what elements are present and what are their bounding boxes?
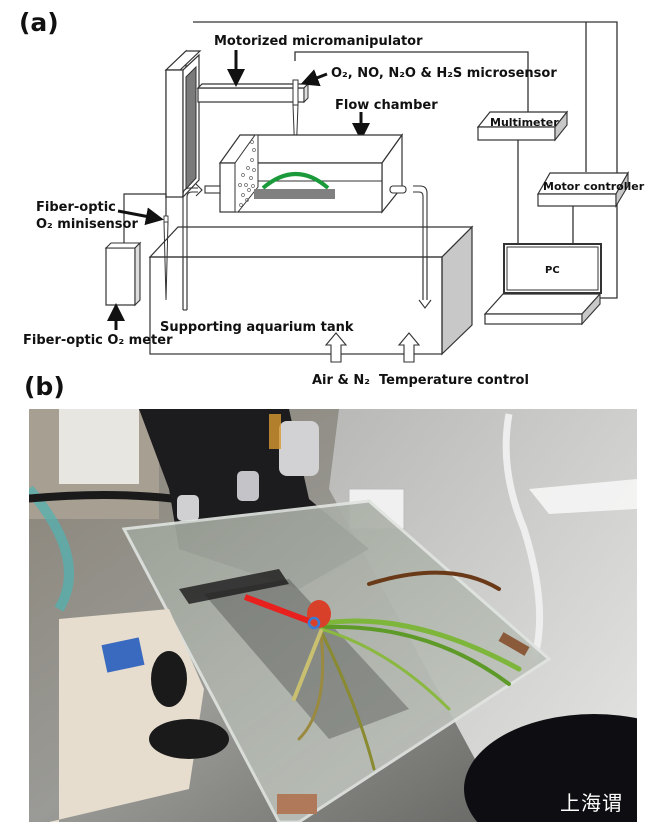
label-flow-chamber: Flow chamber (335, 98, 438, 113)
micromanipulator-column (164, 49, 202, 199)
label-aquarium: Supporting aquarium tank (160, 320, 354, 335)
pc-laptop (483, 243, 602, 326)
arrow-minisensor (117, 207, 164, 226)
fiber-minisensor (163, 215, 169, 301)
photo-rendering (23, 409, 650, 831)
flow-chamber (218, 133, 404, 214)
outlet-pipe (389, 185, 432, 309)
motor-controller-box (536, 170, 630, 208)
multimeter-box (476, 110, 569, 142)
photo-seagrass (292, 570, 522, 771)
panel-label-b: (b) (24, 372, 65, 401)
photo-target-ring (307, 616, 321, 630)
fiber-o2-meter (104, 241, 142, 307)
label-pc: PC (545, 265, 560, 276)
label-fiber-minisensor-1: Fiber-optic (36, 200, 116, 215)
label-fiber-minisensor-2: O₂ minisensor (36, 217, 138, 232)
photo-red-arrow (243, 594, 311, 624)
label-micromanipulator: Motorized micromanipulator (214, 34, 423, 49)
setup-schematic: Motorized micromanipulator O₂, NO, N₂O &… (23, 21, 645, 388)
manipulator-arm (196, 82, 310, 104)
arrow-microsensor (300, 69, 328, 87)
aquarium-tank (148, 225, 474, 356)
panel-label-a: (a) (19, 8, 59, 37)
label-air-n2: Air & N₂ (312, 373, 370, 388)
wire-fiber (123, 193, 167, 246)
label-motor-controller: Motor controller (543, 180, 645, 193)
inlet-pipe (182, 183, 221, 310)
photo-lens (464, 714, 650, 831)
air-arrow (324, 332, 348, 363)
wire-sensor-multimeter (294, 51, 529, 115)
sediment-bar (254, 189, 335, 199)
label-microsensor: O₂, NO, N₂O & H₂S microsensor (331, 66, 557, 81)
diffuser-dots (238, 140, 256, 207)
label-multimeter: Multimeter (490, 116, 559, 129)
wire-frame (193, 21, 618, 299)
label-temperature: Temperature control (379, 373, 529, 388)
seagrass-arc (261, 172, 330, 190)
watermark: 上海谓 (560, 791, 623, 815)
temperature-arrow (397, 332, 421, 363)
setup-photograph: 上海谓 (23, 409, 650, 831)
label-fiber-meter: Fiber-optic O₂ meter (23, 333, 173, 348)
